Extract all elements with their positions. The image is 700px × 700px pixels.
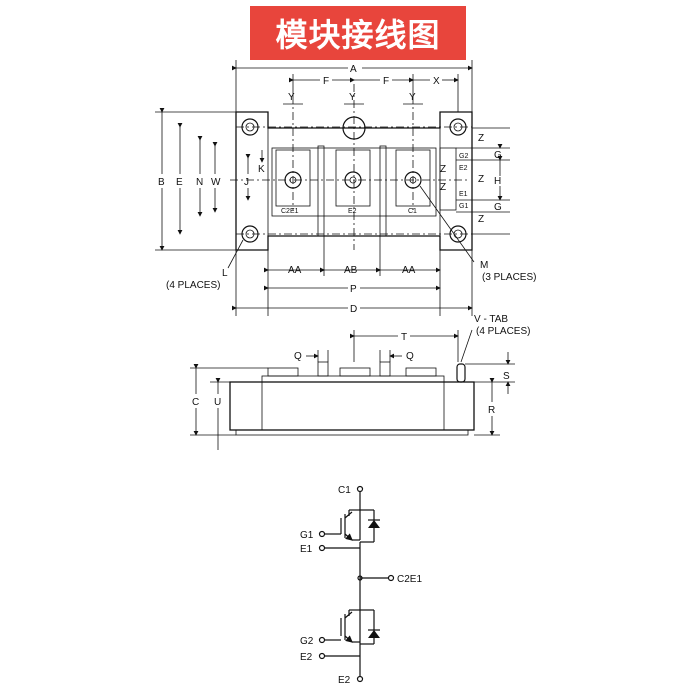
- circuit-schematic: C1 G1 E1 C2E1 G2 E2 E2: [300, 485, 422, 686]
- dim-q-label: Q: [294, 351, 302, 362]
- dim-a-label: A: [350, 64, 357, 75]
- terminal-e2: [318, 652, 326, 660]
- callout-l-label: L: [222, 268, 228, 279]
- dim-z-label: Z: [478, 133, 484, 144]
- pin-g2-label: G2: [459, 153, 468, 160]
- dim-k-label: K: [258, 164, 265, 175]
- terminal-e1: [318, 544, 326, 552]
- schematic-e2-bottom-label: E2: [338, 675, 351, 686]
- dim-y-label: Y: [409, 92, 416, 103]
- dim-n-label: N: [196, 177, 203, 188]
- dim-aa-label: AA: [288, 265, 302, 276]
- top-view: C2E1 E2 C1 G2 E2 E1 G1 A F F X Y Y Y B E…: [155, 60, 536, 316]
- diode-upper: [368, 520, 380, 528]
- callout-m-places: (3 PLACES): [482, 272, 536, 283]
- dim-t-label: T: [401, 332, 407, 343]
- schematic-c2e1-label: C2E1: [397, 574, 422, 585]
- dim-z-label: Z: [440, 164, 446, 175]
- dim-y-label: Y: [349, 92, 356, 103]
- side-view: V - TAB (4 PLACES) T Q Q C U S R: [190, 314, 530, 450]
- dim-j-label: J: [244, 177, 249, 188]
- dim-g-label: G: [494, 150, 502, 161]
- dim-z-label: Z: [478, 174, 484, 185]
- dim-z-label: Z: [478, 214, 484, 225]
- schematic-c1-label: C1: [338, 485, 351, 496]
- terminal-c1-label: C1: [408, 208, 417, 215]
- callout-l-places: (4 PLACES): [166, 280, 220, 291]
- title-banner: 模块接线图: [250, 6, 466, 60]
- callout-vtab-label: V - TAB: [474, 314, 508, 325]
- dim-c-label: C: [192, 397, 199, 408]
- terminal-c2e1: [387, 574, 395, 582]
- schematic-e2-label: E2: [300, 652, 313, 663]
- terminal-c1: [356, 485, 364, 493]
- dim-y-label: Y: [288, 92, 295, 103]
- schematic-e1-label: E1: [300, 544, 313, 555]
- pin-e1-label: E1: [459, 191, 468, 198]
- callout-vtab-places: (4 PLACES): [476, 326, 530, 337]
- terminal-c2e1-label: C2E1: [281, 208, 299, 215]
- dim-s-label: S: [503, 371, 510, 382]
- dim-w-label: W: [211, 177, 221, 188]
- dim-d-label: D: [350, 304, 357, 315]
- dim-z-label: Z: [440, 182, 446, 193]
- dim-x-label: X: [433, 76, 440, 87]
- dim-q-label: Q: [406, 351, 414, 362]
- terminal-g1: [318, 530, 326, 538]
- diode-lower: [368, 630, 380, 638]
- dim-p-label: P: [350, 284, 357, 295]
- dim-h-label: H: [494, 176, 501, 187]
- dim-e-label: E: [176, 177, 183, 188]
- baseplate: [229, 381, 475, 431]
- dim-aa-label: AA: [402, 265, 416, 276]
- dim-r-label: R: [488, 405, 495, 416]
- callout-m-label: M: [480, 260, 488, 271]
- terminal-g2: [318, 636, 326, 644]
- terminal-e2-label: E2: [348, 208, 357, 215]
- pin-e2-label: E2: [459, 165, 468, 172]
- gate-pin-block: [439, 147, 457, 211]
- dim-f-label: F: [383, 76, 389, 87]
- dim-ab-label: AB: [344, 265, 358, 276]
- schematic-g2-label: G2: [300, 636, 314, 647]
- dim-b-label: B: [158, 177, 165, 188]
- dim-f-label: F: [323, 76, 329, 87]
- title-text: 模块接线图: [275, 16, 441, 54]
- v-tab: [456, 363, 466, 383]
- pin-g1-label: G1: [459, 203, 468, 210]
- dim-g-label: G: [494, 202, 502, 213]
- terminal-e2-bottom: [356, 675, 364, 683]
- dim-u-label: U: [214, 397, 221, 408]
- schematic-g1-label: G1: [300, 530, 314, 541]
